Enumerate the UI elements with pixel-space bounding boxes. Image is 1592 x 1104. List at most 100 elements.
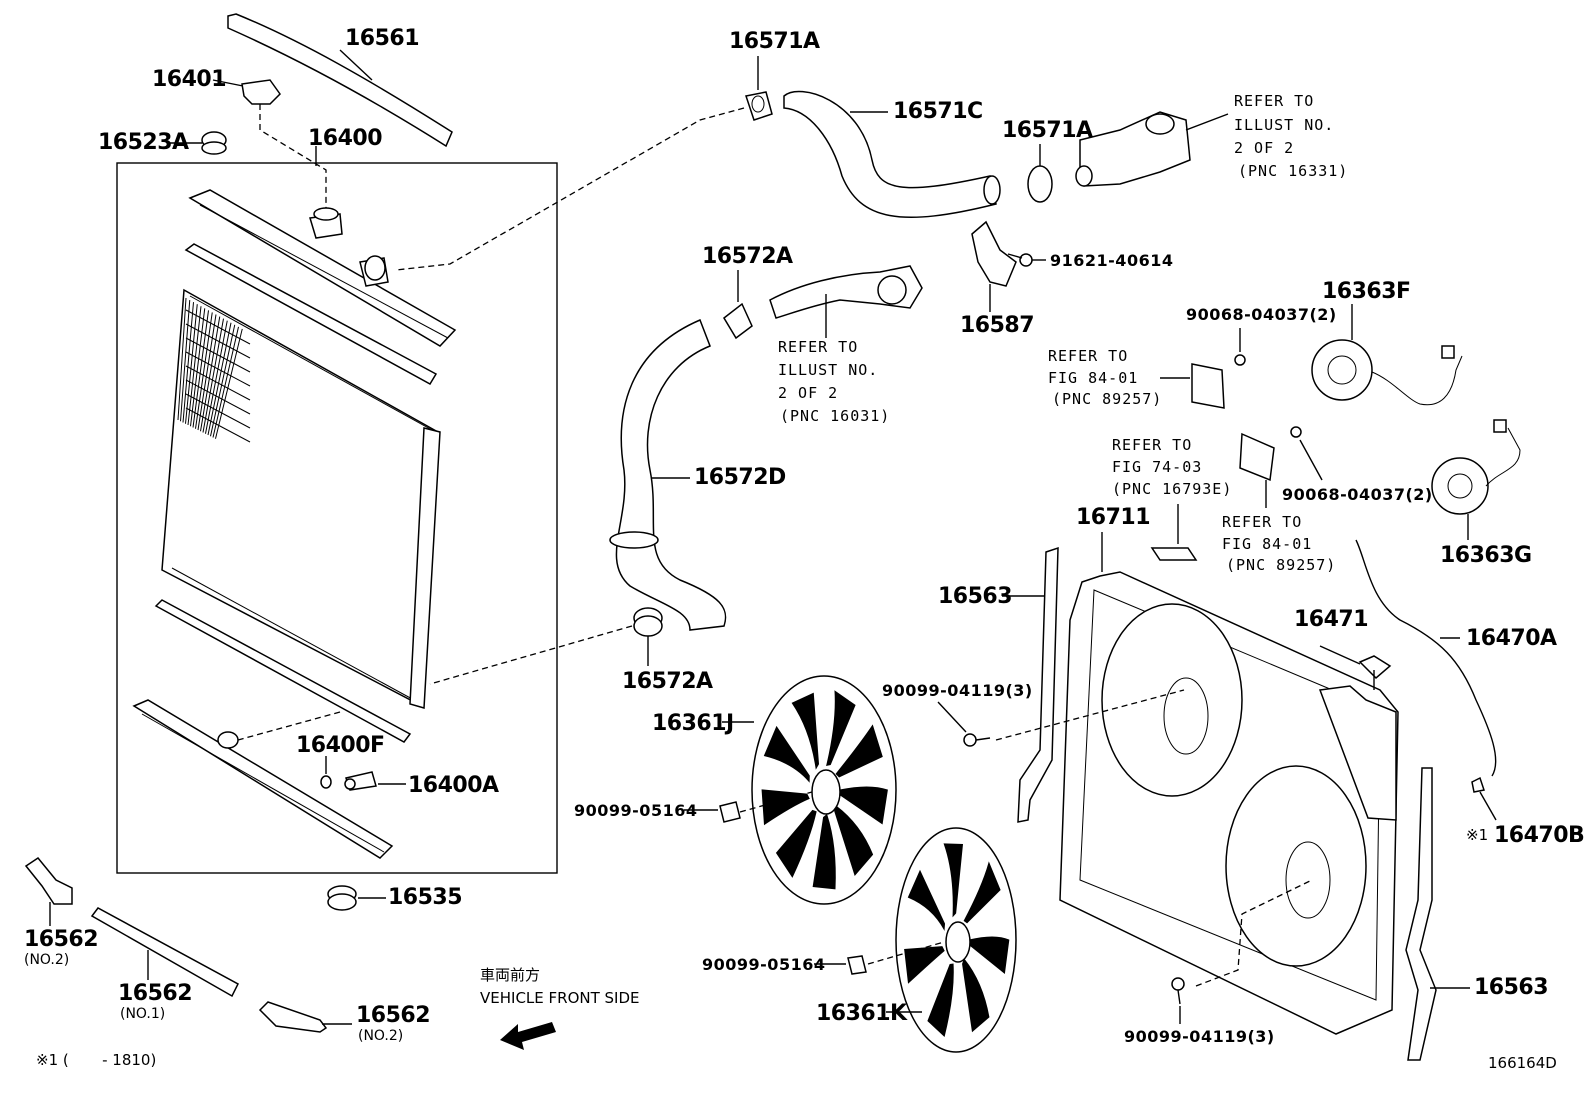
label-16572D: 16572D (694, 465, 786, 490)
part-16363G-fan-motor (1431, 419, 1521, 515)
svg-text:ILLUST NO.: ILLUST NO. (778, 361, 878, 379)
label-16523A: 16523A (98, 130, 189, 155)
part-16535-cushion (327, 885, 357, 911)
label-16470A: 16470A (1466, 626, 1557, 651)
label-16400A: 16400A (408, 773, 499, 798)
svg-text:(PNC 16793E): (PNC 16793E) (1112, 480, 1232, 498)
svg-text:REFER TO: REFER TO (1048, 347, 1128, 365)
part-90099-05164-nut-b (847, 955, 867, 975)
part-16561-seal (227, 13, 453, 148)
label-16535: 16535 (388, 885, 462, 910)
vehicle-front-arrow (500, 1022, 556, 1050)
label-16562-no2-bottom: 16562 (356, 1003, 430, 1028)
label-16363F: 16363F (1322, 279, 1411, 304)
svg-text:REFER TO: REFER TO (778, 338, 858, 356)
part-16470A-hose (1355, 539, 1497, 777)
label-16471: 16471 (1294, 607, 1368, 632)
label-16587: 16587 (960, 313, 1034, 338)
label-16563-left: 16563 (938, 584, 1012, 609)
part-16523A-grommet (201, 131, 227, 155)
part-16711-fan-shroud (1059, 571, 1399, 1035)
part-16572D-lower-hose (609, 319, 727, 631)
radiator-core (161, 288, 441, 709)
sublabel-16562-no1: (NO.1) (120, 1006, 165, 1022)
part-16572A-clamp-bottom (633, 607, 663, 637)
label-16562-no1: 16562 (118, 981, 192, 1006)
label-16571A-top: 16571A (729, 29, 820, 54)
reference-block-16331: REFER TO ILLUST NO. 2 OF 2 (PNC 16331) (1234, 92, 1348, 180)
label-16400F: 16400F (296, 733, 385, 758)
part-resistor-89257-a (1191, 354, 1246, 409)
part-16587-bracket (971, 220, 1017, 287)
part-90099-05164-nut-a (719, 801, 741, 823)
label-16561: 16561 (345, 26, 419, 51)
label-16401: 16401 (152, 67, 226, 92)
radiator-upper-tank (188, 189, 457, 347)
svg-text:FIG 84-01: FIG 84-01 (1222, 535, 1312, 553)
part-16401-cap (241, 79, 281, 105)
part-16563-seal-left (1017, 546, 1059, 823)
radiator-lower-tank (132, 699, 394, 859)
radiator-lower-gasket (154, 599, 412, 743)
label-16361J: 16361J (652, 711, 734, 736)
radiator-upper-gasket (184, 243, 438, 386)
part-resistor-89257-b (1239, 426, 1302, 482)
water-outlet-reference (1075, 111, 1191, 187)
part-16571C-upper-hose (783, 90, 1001, 219)
svg-text:FIG 74-03: FIG 74-03 (1112, 458, 1202, 476)
svg-text:(PNC 89257): (PNC 89257) (1226, 556, 1336, 574)
part-16400F-oring (320, 775, 332, 789)
svg-text:REFER TO: REFER TO (1222, 513, 1302, 531)
svg-text:REFER TO: REFER TO (1234, 92, 1314, 110)
part-16363F-fan-motor (1311, 339, 1463, 406)
label-16400: 16400 (308, 126, 382, 151)
label-16711: 16711 (1076, 505, 1150, 530)
sublabel-16562-no2-left: (NO.2) (24, 952, 69, 968)
reference-block-89257-b: REFER TO FIG 84-01 (PNC 89257) (1222, 513, 1336, 574)
illustration-number: 166164D (1488, 1054, 1557, 1072)
part-16793E-label (1150, 547, 1198, 561)
svg-text:ILLUST NO.: ILLUST NO. (1234, 116, 1334, 134)
reference-block-16031: REFER TO ILLUST NO. 2 OF 2 (PNC 16031) (778, 338, 890, 425)
part-16562-seal-no1 (90, 907, 239, 998)
svg-text:REFER TO: REFER TO (1112, 436, 1192, 454)
label-16572A-top: 16572A (702, 244, 793, 269)
sublabel-16562-no2-bottom: (NO.2) (358, 1028, 403, 1044)
label-90099-04119-b: 90099-04119(3) (1124, 1027, 1275, 1046)
label-90099-05164-b: 90099-05164 (702, 955, 825, 974)
label-91621-40614: 91621-40614 (1050, 251, 1173, 270)
part-16562-seal-no2-left (24, 856, 73, 905)
label-16571C: 16571C (893, 99, 983, 124)
part-16571A-clamp-top (745, 91, 773, 121)
part-16563-seal-right (1405, 767, 1437, 1061)
part-16571A-clamp-right (1027, 165, 1053, 203)
part-16470B-clamp (1471, 776, 1485, 793)
front-side-jp: 車両前方 (480, 966, 540, 984)
svg-text:2 OF 2: 2 OF 2 (778, 384, 838, 402)
label-16563-right: 16563 (1474, 975, 1548, 1000)
reference-block-89257-a: REFER TO FIG 84-01 (PNC 89257) (1048, 347, 1162, 408)
footnote: ※1 ( - 1810) (36, 1051, 156, 1069)
part-16572A-clamp-top (723, 302, 753, 340)
svg-text:2 OF 2: 2 OF 2 (1234, 139, 1294, 157)
label-16470B: 16470B (1494, 823, 1584, 848)
label-90099-04119-a: 90099-04119(3) (882, 681, 1033, 700)
svg-text:(PNC 16331): (PNC 16331) (1238, 162, 1348, 180)
label-16363G: 16363G (1440, 543, 1532, 568)
label-90068-04037-a: 90068-04037(2) (1186, 305, 1337, 324)
reference-block-16793E: REFER TO FIG 74-03 (PNC 16793E) (1112, 436, 1232, 498)
part-16361K-fan (895, 827, 1017, 1053)
label-16571A-right: 16571A (1002, 118, 1093, 143)
part-16361J-fan (751, 675, 897, 905)
label-90099-05164-a: 90099-05164 (574, 801, 697, 820)
part-16400A-drain-cock (344, 771, 377, 791)
radiator-assembly-box (116, 162, 558, 874)
front-side-en: VEHICLE FRONT SIDE (480, 989, 640, 1007)
svg-text:(PNC 89257): (PNC 89257) (1052, 390, 1162, 408)
label-16572A-bottom: 16572A (622, 669, 713, 694)
note-mark: ※1 (1466, 826, 1488, 844)
water-inlet-reference (769, 265, 923, 319)
svg-text:(PNC 16031): (PNC 16031) (780, 407, 890, 425)
label-16562-no2-left: 16562 (24, 927, 98, 952)
